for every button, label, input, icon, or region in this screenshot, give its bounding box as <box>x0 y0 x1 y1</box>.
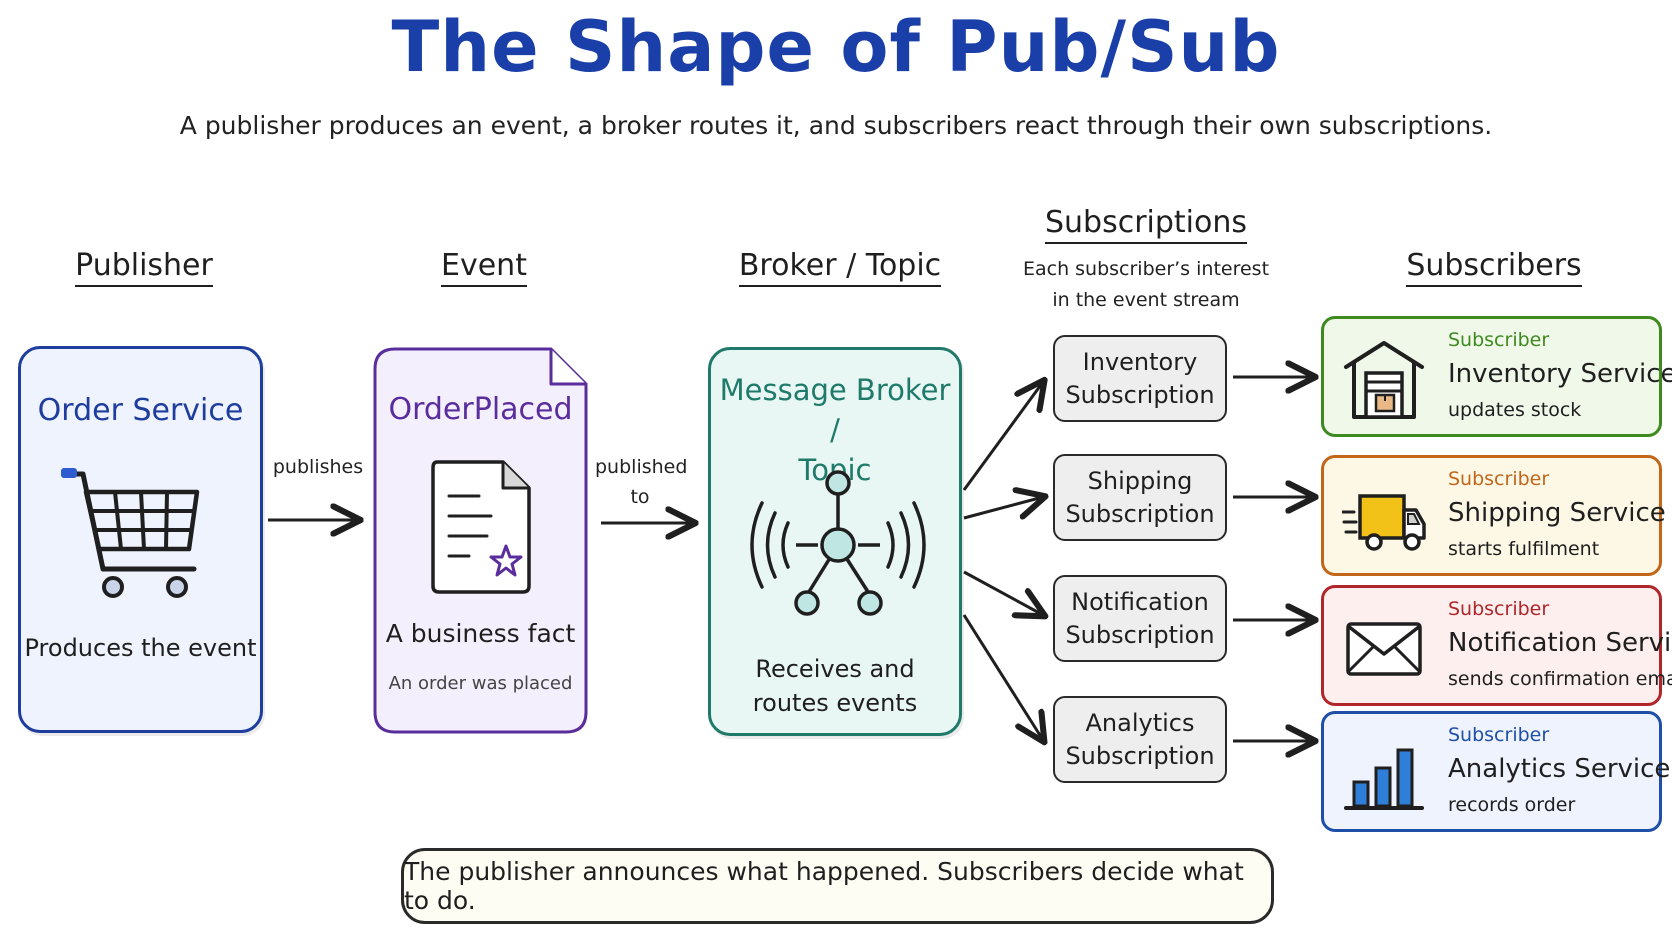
bar-chart-icon <box>1344 748 1424 810</box>
subscriptions-note: Each subscriber’s interest in the event … <box>1022 258 1270 311</box>
event-name: OrderPlaced <box>388 392 573 427</box>
subscriber-inventory-service: Subscriber Inventory Service updates sto… <box>1321 316 1672 437</box>
subscriber-kicker: Subscriber <box>1448 724 1550 746</box>
publisher-caption: Produces the event <box>24 634 257 662</box>
shopping-cart-icon <box>61 468 200 598</box>
event-card: OrderPlaced A business fact An order was… <box>373 347 588 734</box>
column-heading-subscribers: Subscribers <box>1389 248 1599 287</box>
subscriber-name: Inventory Service <box>1448 359 1672 389</box>
arrow-broker-to-shipping <box>963 497 1043 518</box>
publisher-card: Order Service Produces the event <box>18 346 263 733</box>
subscriber-name: Notification Service <box>1448 628 1672 658</box>
broadcast-hub-icon <box>750 470 926 616</box>
column-heading-event: Event <box>384 248 584 287</box>
edge-label-publishes: publishes <box>272 456 364 478</box>
document-star-icon <box>431 460 531 594</box>
subscriber-description: starts fulfilment <box>1448 538 1600 560</box>
arrow-broker-to-notification <box>963 570 1043 615</box>
column-heading-publisher: Publisher <box>44 248 244 287</box>
broker-caption: Receives and routes events <box>752 655 918 717</box>
subscriber-notification-service: Subscriber Notification Service sends co… <box>1321 585 1672 706</box>
subscriber-name: Shipping Service <box>1448 498 1666 528</box>
subscriber-shipping-service: Subscriber Shipping Service starts fulfi… <box>1321 455 1666 576</box>
subscriber-name: Analytics Service <box>1448 754 1671 784</box>
subscriber-description: records order <box>1448 794 1576 816</box>
delivery-truck-icon <box>1342 494 1426 551</box>
arrow-broker-to-inventory <box>962 382 1043 491</box>
subscriber-description: updates stock <box>1448 399 1582 421</box>
event-detail: An order was placed <box>388 673 573 694</box>
envelope-icon <box>1346 622 1422 676</box>
subscriber-kicker: Subscriber <box>1448 329 1550 351</box>
footer-note: The publisher announces what happened. S… <box>401 848 1274 924</box>
page-title: The Shape of Pub/Sub <box>391 6 1281 88</box>
event-caption: A business fact <box>385 619 576 648</box>
subscriber-kicker: Subscriber <box>1448 598 1550 620</box>
column-heading-broker: Broker / Topic <box>720 248 960 287</box>
edge-label-published-to: published to <box>595 456 688 508</box>
broker-card: Message Broker / Topic Receives and rout… <box>708 347 962 736</box>
page-subtitle: A publisher produces an event, a broker … <box>179 111 1493 140</box>
subscriber-description: sends confirmation email <box>1448 668 1672 690</box>
column-heading-subscriptions: Subscriptions <box>1016 205 1276 244</box>
arrow-broker-to-analytics <box>962 614 1043 740</box>
subscriber-kicker: Subscriber <box>1448 468 1550 490</box>
warehouse-icon <box>1344 341 1424 419</box>
subscriber-analytics-service: Subscriber Analytics Service records ord… <box>1321 711 1670 832</box>
publisher-name: Order Service <box>37 393 244 428</box>
